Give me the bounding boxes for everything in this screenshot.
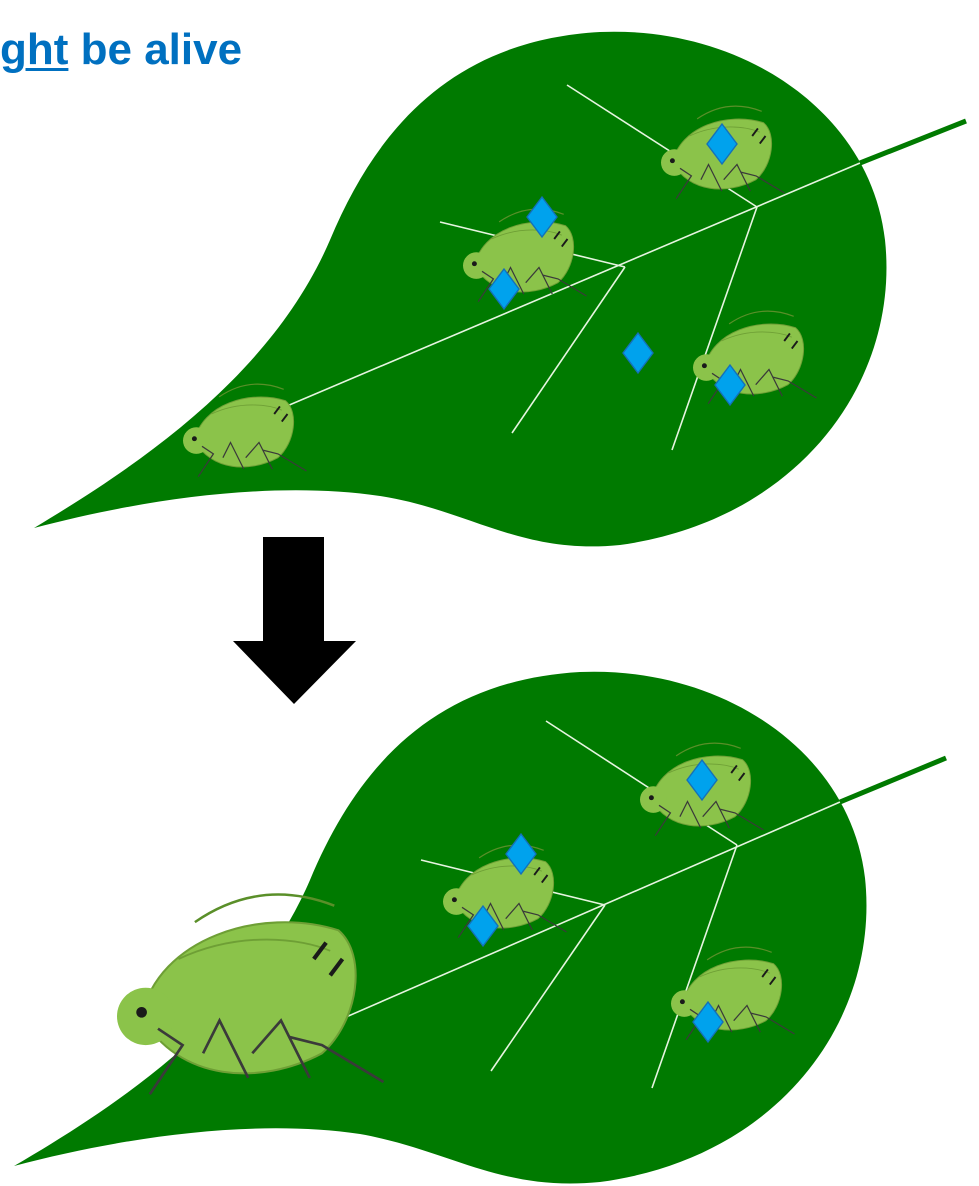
title-partial-word: ght — [0, 25, 68, 74]
before-panel — [34, 32, 966, 547]
leaf-after — [14, 672, 866, 1184]
down-arrow-icon — [233, 537, 356, 704]
after-panel — [14, 672, 946, 1184]
title-rest: be alive — [68, 25, 242, 74]
page-title: ght be alive — [0, 28, 242, 72]
leaf-before — [34, 32, 886, 547]
